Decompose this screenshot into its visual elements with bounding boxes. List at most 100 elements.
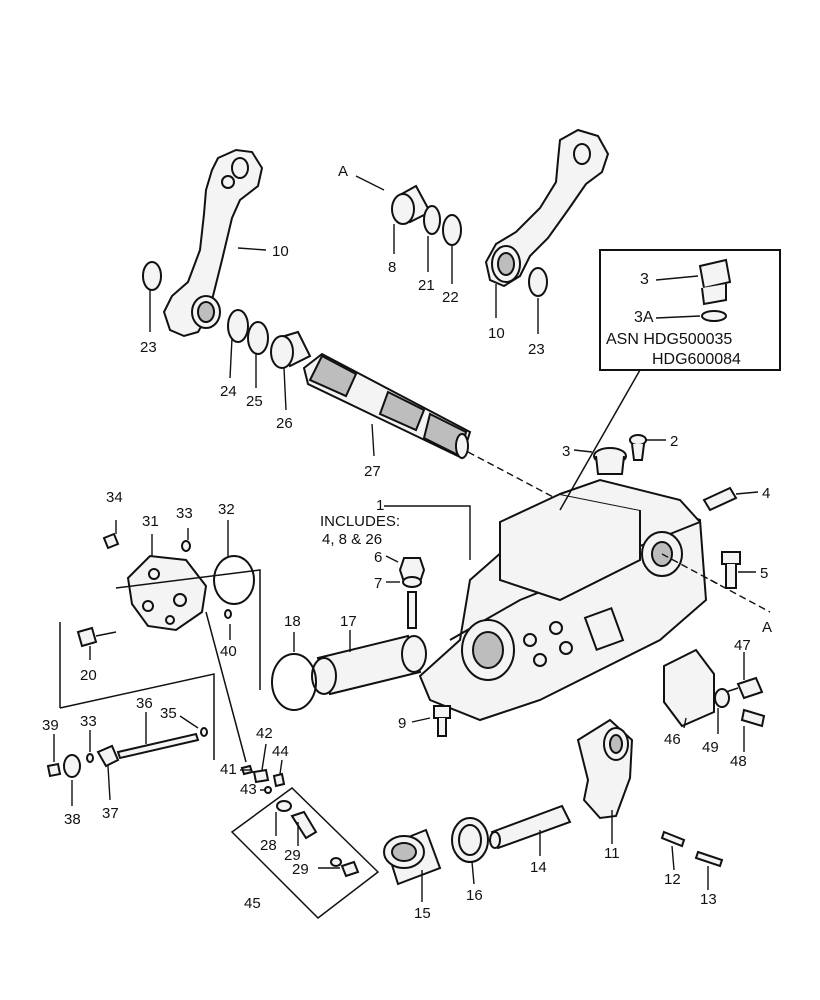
- callout-33-top: 33: [176, 505, 193, 522]
- stud-4: [702, 486, 738, 512]
- callout-42: 42: [256, 725, 273, 742]
- callout-46: 46: [664, 731, 681, 748]
- o-ring-33-top: [181, 540, 191, 552]
- includes-note-line2: 4, 8 & 26: [322, 531, 382, 548]
- ring-16: [451, 817, 489, 863]
- callout-13: 13: [700, 891, 717, 908]
- callouts: 10 23 24 25 26 27 A 8 21 22 10 23 3 2 4 …: [42, 163, 772, 922]
- lift-arm-left: [162, 148, 264, 338]
- callout-6: 6: [374, 549, 382, 566]
- callout-23-right: 23: [528, 341, 545, 358]
- fitting-42: [252, 768, 270, 784]
- callout-48: 48: [730, 753, 747, 770]
- o-ring-40: [224, 609, 232, 619]
- asn-box-line1: ASN HDG500035: [606, 331, 732, 348]
- bolt-48: [740, 708, 766, 728]
- callout-39: 39: [42, 717, 59, 734]
- sleeve-37: [96, 744, 120, 768]
- callout-45: 45: [244, 895, 261, 912]
- lift-arm-right: [484, 128, 610, 288]
- cover-plate-46: [663, 648, 715, 728]
- callout-5: 5: [760, 565, 768, 582]
- asn-box-line2: HDG600084: [652, 351, 741, 368]
- callout-10-right: 10: [488, 325, 505, 342]
- callout-15: 15: [414, 905, 431, 922]
- asn-box-item-3a: 3A: [634, 309, 654, 326]
- bolt-9: [433, 705, 451, 737]
- asn-inset-box: [559, 249, 781, 511]
- washer-7: [402, 576, 422, 588]
- washer-22: [442, 214, 462, 246]
- callout-11: 11: [604, 845, 620, 862]
- callout-28: 28: [260, 837, 277, 854]
- callout-20: 20: [80, 667, 97, 684]
- callout-34: 34: [106, 489, 123, 506]
- callout-23-left: 23: [140, 339, 157, 356]
- spool-36: [116, 732, 200, 760]
- callout-24: 24: [220, 383, 237, 400]
- callout-4: 4: [762, 485, 770, 502]
- leader-lines: [53, 175, 759, 902]
- callout-9: 9: [398, 715, 406, 732]
- nut-39: [46, 762, 62, 778]
- snap-ring-23-right: [528, 267, 548, 297]
- callout-21: 21: [418, 277, 435, 294]
- callout-2: 2: [670, 433, 678, 450]
- seal-21: [423, 205, 441, 235]
- bolt-20: [76, 626, 117, 648]
- asn-box-item-3: 3: [640, 271, 649, 288]
- callout-38: 38: [64, 811, 81, 828]
- bolt-5: [721, 551, 741, 589]
- seal-29-lower: [330, 857, 342, 867]
- washer-28: [276, 800, 292, 812]
- callout-3-housing: 3: [562, 443, 570, 460]
- piston-15: [383, 828, 442, 886]
- seal-25: [247, 321, 269, 355]
- lift-cover-housing-1: [418, 478, 708, 722]
- callout-17: 17: [340, 613, 357, 630]
- plug-3-inset: [698, 258, 732, 306]
- callout-8: 8: [388, 259, 396, 276]
- stud-7: [407, 591, 417, 629]
- washer-49: [714, 688, 730, 708]
- spring-44: [272, 772, 286, 788]
- valve-29: [290, 810, 318, 840]
- pin-13: [694, 850, 724, 868]
- o-ring-32: [213, 555, 255, 605]
- bushing-26: [270, 330, 312, 369]
- callout-18: 18: [284, 613, 301, 630]
- washer-24: [227, 309, 249, 343]
- piston-rod-14: [489, 804, 572, 850]
- callout-44: 44: [272, 743, 289, 760]
- o-ring-18: [271, 653, 317, 711]
- callout-10-left: 10: [272, 243, 289, 260]
- callout-14: 14: [530, 859, 547, 876]
- callout-49: 49: [702, 739, 719, 756]
- callout-33-bottom: 33: [80, 713, 97, 730]
- callout-40: 40: [220, 643, 237, 660]
- screw-34: [102, 532, 120, 550]
- snap-ring-23-left: [142, 261, 162, 291]
- bushing-8: [391, 184, 432, 225]
- bearing-38: [63, 754, 81, 778]
- callout-27: 27: [364, 463, 381, 480]
- callout-29-lower: 29: [292, 861, 309, 878]
- callout-12: 12: [664, 871, 681, 888]
- o-ring-33-bottom: [86, 753, 94, 763]
- rocker-11: [576, 718, 634, 820]
- callout-41: 41: [220, 761, 237, 778]
- valve-block-31: [126, 554, 208, 632]
- callout-26: 26: [276, 415, 293, 432]
- o-ring-35: [200, 727, 208, 737]
- callout-37: 37: [102, 805, 119, 822]
- plug-29: [340, 860, 360, 878]
- o-ring-3a: [701, 310, 727, 322]
- callout-A-top: A: [338, 163, 348, 180]
- callout-7: 7: [374, 575, 382, 592]
- plug-3: [593, 447, 627, 475]
- callout-16: 16: [466, 887, 483, 904]
- callout-36: 36: [136, 695, 153, 712]
- pin-12: [660, 830, 686, 848]
- cylinder-17: [311, 634, 427, 696]
